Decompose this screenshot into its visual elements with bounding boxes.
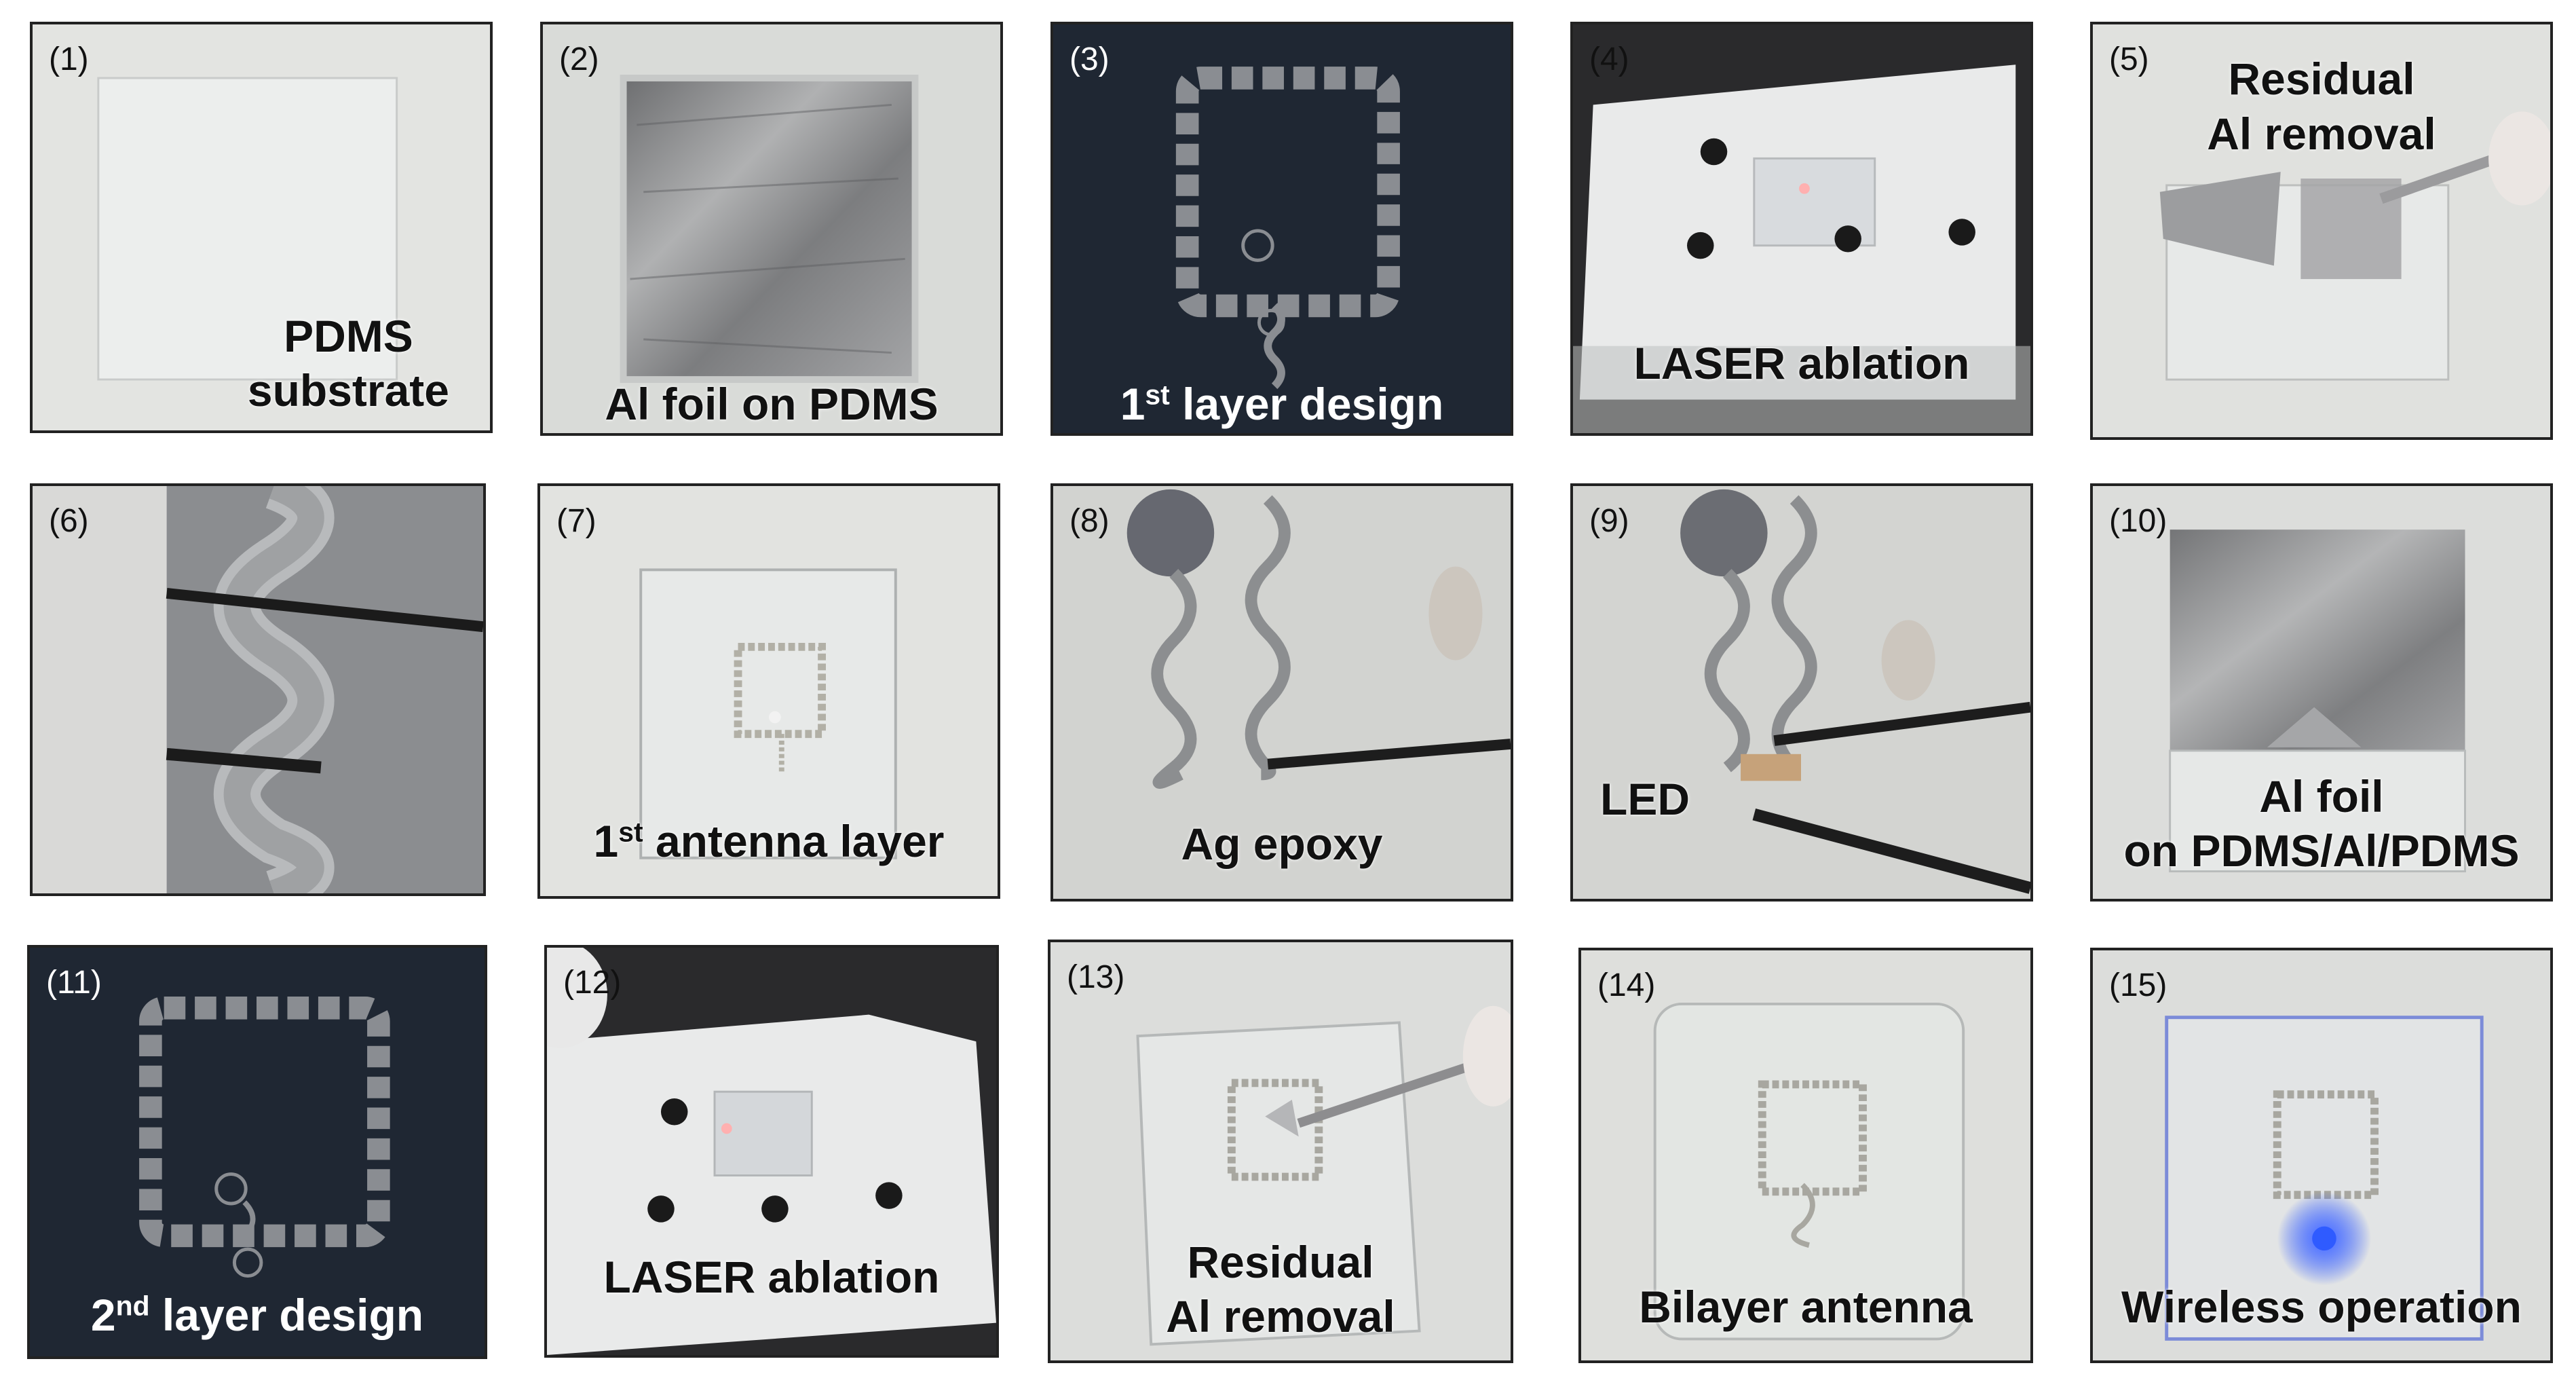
al-foil-on-pdms-image xyxy=(543,24,1000,433)
step-number: (14) xyxy=(1597,967,1656,1003)
panel-caption: Al foil on PDMS xyxy=(605,379,939,430)
panel-5: (5) Residual Al removal xyxy=(2090,22,2553,440)
panel-8: (8) Ag epoxy xyxy=(1050,483,1513,902)
al-foil-on-pdms-al-pdms-image xyxy=(2093,486,2550,899)
panel-6: (6) xyxy=(30,483,486,896)
panel-14: (14) Bilayer antenna xyxy=(1578,948,2033,1363)
panel-9: (9) LED xyxy=(1570,483,2033,902)
step-number: (2) xyxy=(559,41,599,77)
wireless-operation-image xyxy=(2093,950,2550,1360)
panel-13: (13) Residual Al removal xyxy=(1048,940,1513,1363)
step-number: (1) xyxy=(49,41,89,77)
panel-2: (2) Al foil on PDMS xyxy=(540,22,1003,436)
panel-11: (11) 2nd layer design xyxy=(27,945,487,1359)
led-mounting-image xyxy=(1573,486,2030,899)
panel-caption: PDMS substrate xyxy=(247,310,449,416)
panel-12: (12) LASER ablation xyxy=(544,945,999,1358)
step-number: (9) xyxy=(1589,503,1629,539)
step-number: (8) xyxy=(1069,503,1110,539)
first-layer-design-image xyxy=(1053,24,1511,433)
first-antenna-layer-image xyxy=(540,486,998,896)
step-number: (6) xyxy=(49,503,89,539)
ag-epoxy-image xyxy=(1053,486,1511,899)
panel-caption: Al foil on PDMS/Al/PDMS xyxy=(2123,770,2520,876)
tweezer-peeling-image xyxy=(33,486,483,893)
step-number: (10) xyxy=(2109,503,2167,539)
panel-caption: 1st antenna layer xyxy=(593,816,945,867)
residual-al-removal-image xyxy=(2093,24,2550,437)
bilayer-antenna-image xyxy=(1581,950,2030,1360)
panel-7: (7) 1st antenna layer xyxy=(537,483,1000,899)
laser-ablation-image xyxy=(1573,24,2030,433)
panel-4: (4) LASER ablation xyxy=(1570,22,2033,436)
panel-caption: LASER ablation xyxy=(1633,338,1970,389)
pdms-substrate-image xyxy=(33,24,490,430)
step-number: (12) xyxy=(563,965,622,1001)
panel-caption: Residual Al removal xyxy=(1166,1236,1395,1342)
panel-10: (10) Al foil on PDMS/Al/PDMS xyxy=(2090,483,2553,902)
residual-al-removal-second-image xyxy=(1050,942,1511,1360)
panel-caption: Ag epoxy xyxy=(1181,819,1383,870)
panel-caption: Bilayer antenna xyxy=(1639,1282,1973,1333)
panel-caption: LASER ablation xyxy=(603,1252,940,1303)
panel-caption: Wireless operation xyxy=(2121,1282,2522,1333)
step-number: (3) xyxy=(1069,41,1110,77)
step-number: (7) xyxy=(556,503,596,539)
step-number: (13) xyxy=(1067,959,1125,995)
panel-caption: 1st layer design xyxy=(1120,379,1444,430)
step-number: (5) xyxy=(2109,41,2149,77)
step-number: (15) xyxy=(2109,967,2167,1003)
panel-caption: Residual Al removal xyxy=(2207,54,2436,159)
laser-ablation-second-image xyxy=(547,948,996,1355)
step-number: (4) xyxy=(1589,41,1629,77)
panel-caption: LED xyxy=(1600,774,1690,825)
panel-caption: 2nd layer design xyxy=(90,1290,424,1341)
step-number: (11) xyxy=(46,965,102,1001)
second-layer-design-image xyxy=(30,948,485,1356)
panel-3: (3) 1st layer design xyxy=(1050,22,1513,436)
panel-15: (15) Wireless operation xyxy=(2090,948,2553,1363)
panel-1: (1) PDMS substrate xyxy=(30,22,493,433)
